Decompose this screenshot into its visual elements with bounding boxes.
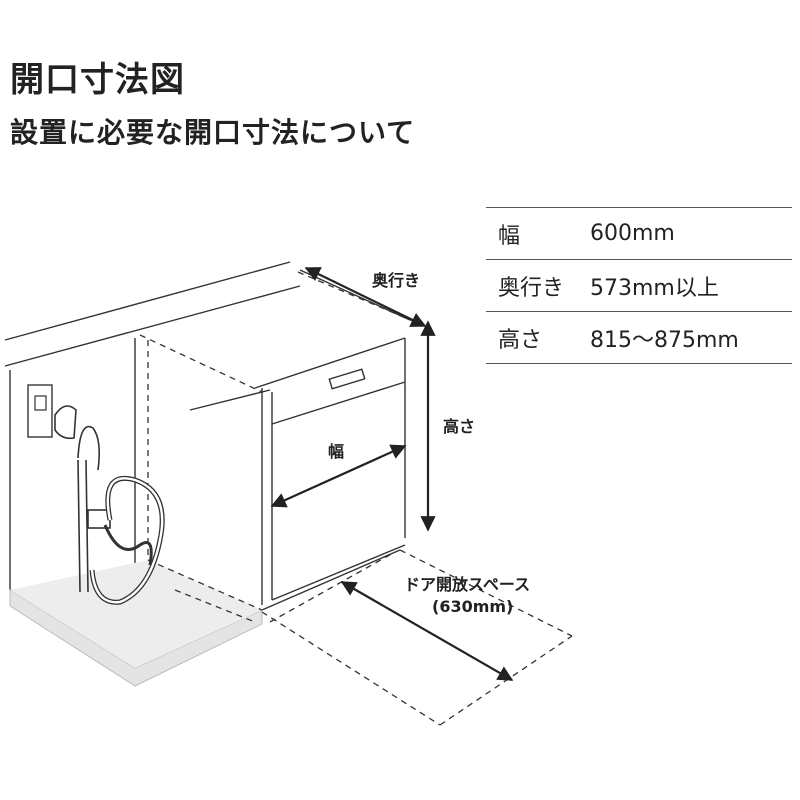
- dashed-door-left: [261, 611, 441, 726]
- height-label: 高さ: [443, 417, 475, 436]
- outlet-box: [27, 384, 53, 438]
- dishwasher-base: [271, 544, 406, 601]
- cabinet-floor-top: [10, 560, 262, 668]
- dishwasher-handle: [328, 368, 366, 390]
- faucet-pipe-2: [85, 459, 89, 593]
- dishwasher-top: [254, 337, 406, 389]
- width-arrow: [270, 444, 407, 508]
- depth-label: 奥行き: [372, 271, 420, 290]
- counter-side-line: [189, 389, 271, 411]
- spec-table: 幅 600mm 奥行き 573mm以上 高さ 815〜875mm: [486, 207, 792, 364]
- counter-back-edge: [4, 261, 291, 341]
- width-label: 幅: [328, 442, 344, 461]
- faucet-arch: [77, 425, 100, 471]
- spec-value: 600mm: [590, 207, 792, 260]
- door-space-label: ドア開放スペース: [404, 575, 530, 594]
- spec-label: 幅: [486, 207, 590, 260]
- counter-front-edge: [4, 285, 301, 367]
- outlet-socket: [34, 395, 47, 411]
- dashed-door-edge: [269, 551, 396, 623]
- door-space-arrow: [340, 581, 514, 681]
- supply-hose: [103, 524, 153, 566]
- spec-label: 高さ: [486, 311, 590, 364]
- page-title: 開口寸法図: [10, 60, 185, 100]
- faucet-plumbing: [54, 405, 165, 605]
- depth-arrow: [304, 267, 427, 327]
- door-space-value: (630mm): [432, 597, 513, 616]
- dishwasher-panel: [271, 381, 406, 425]
- drain-hose-inner: [90, 477, 164, 604]
- spec-value: 815〜875mm: [590, 311, 792, 364]
- page-subtitle: 設置に必要な開口寸法について: [10, 116, 416, 149]
- spec-value: 573mm以上: [590, 259, 792, 312]
- dashed-floor-left: [147, 559, 263, 611]
- faucet-head: [54, 405, 77, 440]
- dashed-depth-top: [139, 334, 263, 393]
- dashed-floor-inner: [174, 589, 256, 623]
- dishwasher-bottom: [261, 549, 401, 611]
- spec-row-depth: 奥行き 573mm以上: [486, 259, 792, 312]
- spec-label: 奥行き: [486, 259, 590, 312]
- spec-row-height: 高さ 815〜875mm: [486, 311, 792, 364]
- spec-row-width: 幅 600mm: [486, 207, 792, 260]
- faucet-pipe: [77, 459, 81, 593]
